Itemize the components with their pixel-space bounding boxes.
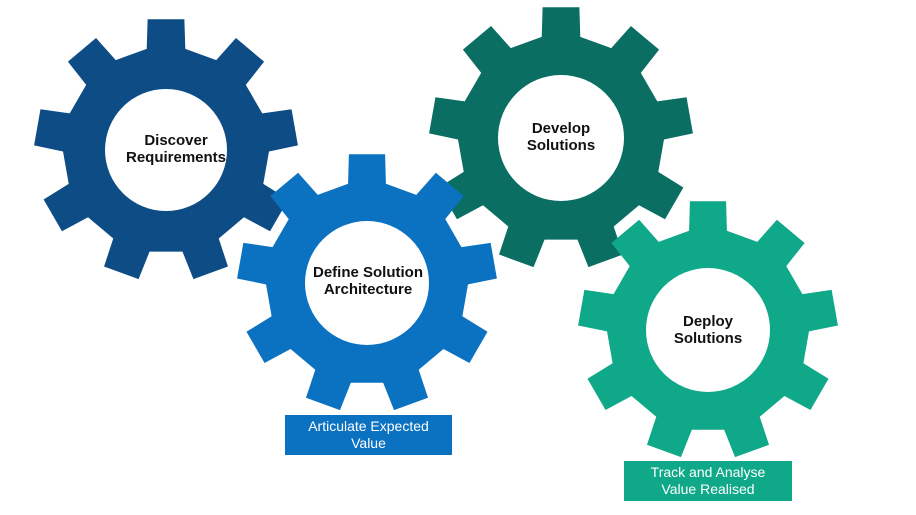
gear-label-discover: Discover Requirements [101,132,251,166]
gear-label-deploy-line2: Solutions [673,330,743,347]
caption-track-value-realised: Track and Analyse Value Realised [624,461,792,501]
gear-define [237,154,497,411]
gear-hub-define [305,221,429,345]
gear-deploy [578,201,838,458]
gear-label-define: Define Solution Architecture [293,264,443,298]
caption-articulate-line2: Value [351,435,386,451]
gear-hub-discover [105,89,227,211]
caption-track-line1: Track and Analyse [650,464,766,480]
gear-hub-deploy [646,268,770,392]
caption-articulate-line1: Articulate Expected [308,418,429,434]
gear-develop [429,7,693,268]
gear-label-develop-line2: Solutions [526,137,596,154]
gear-label-deploy: Deploy Solutions [633,313,783,347]
gear-label-discover-line2: Requirements [125,149,227,166]
gear-label-define-line2: Architecture [323,281,413,298]
gear-label-define-line1: Define Solution [313,264,423,281]
gear-discover [34,19,298,280]
caption-track-line2: Value Realised [661,481,755,497]
gear-label-develop: Develop Solutions [486,120,636,154]
gear-label-discover-line1: Discover [144,132,208,149]
gear-label-deploy-line1: Deploy [682,313,733,330]
gear-hub-develop [498,75,624,201]
caption-articulate-expected-value: Articulate Expected Value [285,415,452,455]
gear-label-develop-line1: Develop [531,120,591,137]
